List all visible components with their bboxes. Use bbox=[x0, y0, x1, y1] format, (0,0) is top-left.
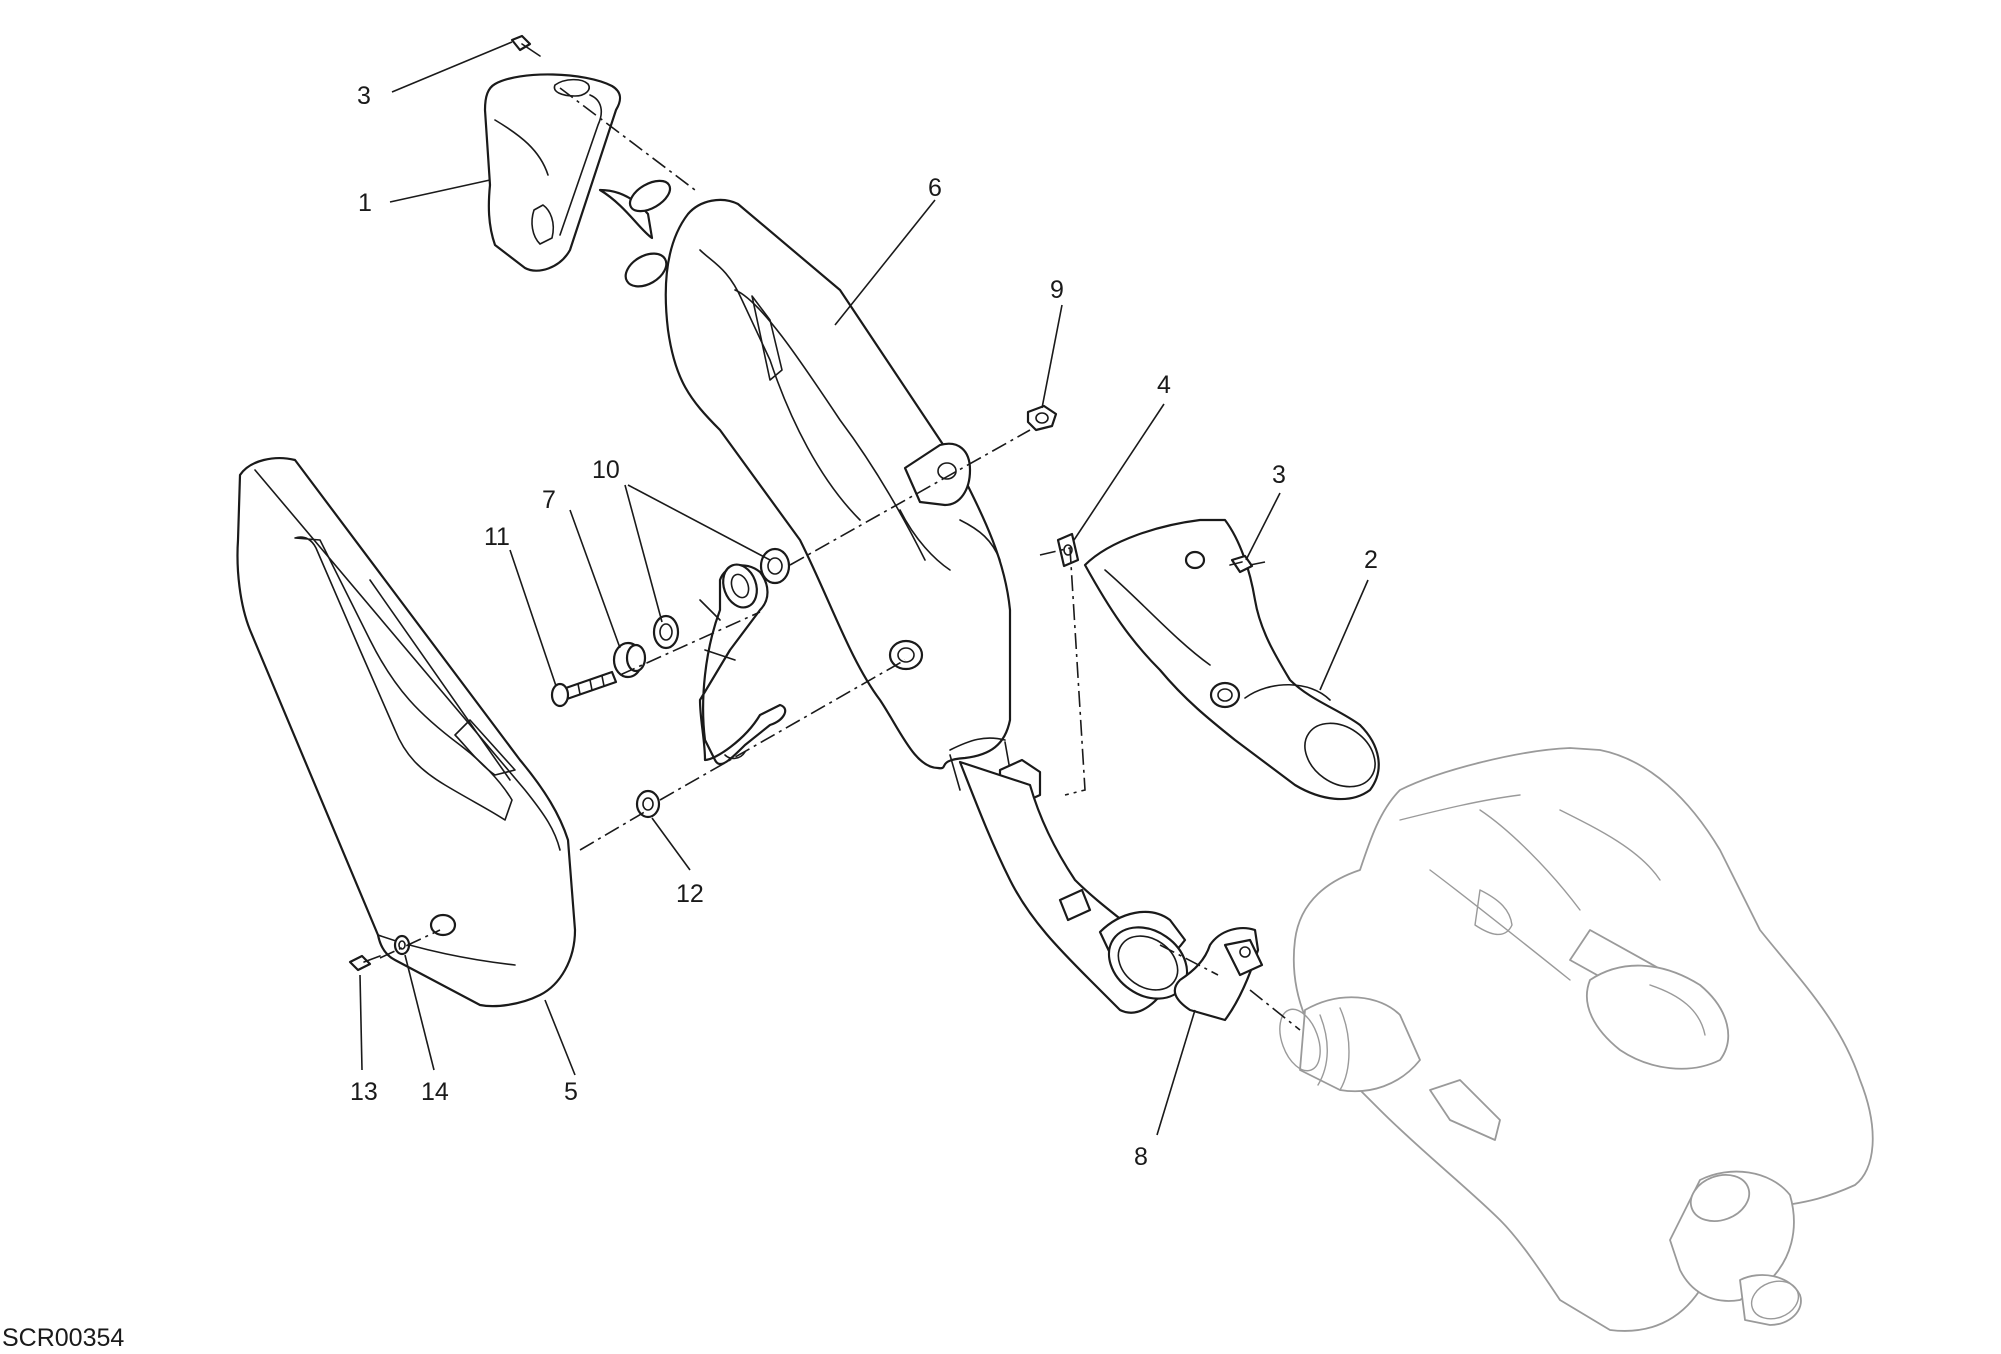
callout-3-top: 3 bbox=[357, 82, 371, 110]
hardware-bolt-11 bbox=[550, 670, 618, 708]
hardware-nut-9 bbox=[1026, 404, 1058, 432]
callout-6: 6 bbox=[928, 174, 942, 202]
part-2-heat-shield-right bbox=[1083, 518, 1380, 801]
part-6-exhaust-header bbox=[598, 179, 1042, 807]
callout-1: 1 bbox=[358, 189, 372, 217]
callout-3-right: 3 bbox=[1272, 461, 1286, 489]
diagram-reference-code: SCR00354 bbox=[2, 1324, 124, 1352]
callouts: 3 1 6 9 4 3 2 10 7 11 12 13 14 5 8 bbox=[350, 82, 1378, 1171]
callout-7: 7 bbox=[542, 486, 556, 514]
outlet-tube bbox=[958, 760, 1189, 1014]
hardware-washer-10a bbox=[759, 547, 791, 585]
callout-2: 2 bbox=[1364, 546, 1378, 574]
callout-13: 13 bbox=[350, 1078, 378, 1106]
callout-12: 12 bbox=[676, 880, 704, 908]
callout-14: 14 bbox=[421, 1078, 449, 1106]
callout-4: 4 bbox=[1157, 371, 1171, 399]
hardware-washer-10b bbox=[652, 614, 680, 650]
hardware-screw-3a bbox=[510, 34, 541, 57]
hardware-spacer-7 bbox=[612, 641, 647, 679]
silencer-body bbox=[1279, 747, 1874, 1332]
callout-10: 10 bbox=[592, 456, 620, 484]
part-4-clip bbox=[1056, 532, 1080, 568]
callout-9: 9 bbox=[1050, 276, 1064, 304]
callout-11: 11 bbox=[484, 523, 510, 551]
part-1-heat-shield-upper bbox=[483, 73, 622, 272]
callout-5: 5 bbox=[564, 1078, 578, 1106]
hardware-screw-13 bbox=[348, 954, 381, 972]
assembly-lines bbox=[379, 87, 1301, 1031]
part-8-clamp bbox=[1173, 927, 1264, 1022]
hardware-grommet-12 bbox=[635, 789, 661, 819]
hardware-screw-3b bbox=[1229, 554, 1254, 574]
leader-lines bbox=[359, 41, 1369, 1136]
callout-8: 8 bbox=[1134, 1143, 1148, 1171]
part-5-heat-shield-left bbox=[236, 457, 577, 1008]
hanger-bracket bbox=[698, 563, 787, 766]
